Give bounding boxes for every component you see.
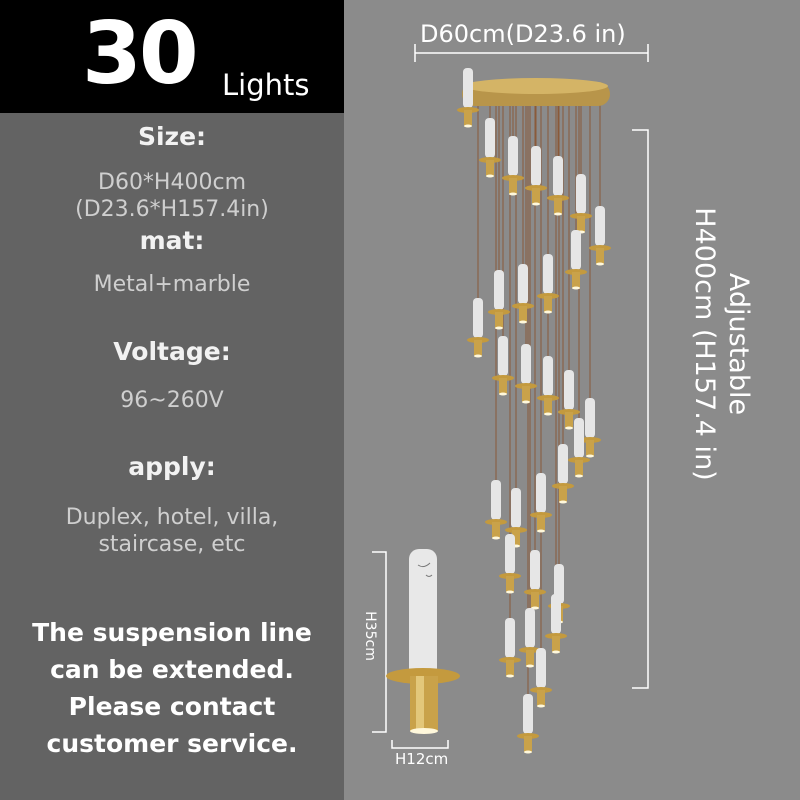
size-value-cm: D60*H400cm	[98, 170, 246, 195]
pendant-light	[502, 136, 524, 196]
spec-panel	[0, 0, 344, 800]
pendant-detail	[386, 549, 460, 734]
pendant-light	[488, 270, 510, 330]
pendant-light	[537, 356, 559, 416]
pendant-width-label: H12cm	[395, 750, 449, 768]
apply-value-1: Duplex, hotel, villa,	[65, 505, 279, 530]
light-count-banner: 30 Lights	[0, 0, 344, 113]
pendant-light	[512, 264, 534, 324]
pendant-light	[552, 444, 574, 504]
pendant-light	[492, 336, 514, 396]
pendant-light	[568, 418, 590, 478]
apply-value-2: staircase, etc	[98, 532, 246, 557]
pendant-light	[530, 473, 552, 533]
voltage-value: 96~260V	[120, 388, 224, 413]
material-label: mat:	[139, 226, 205, 255]
diameter-label: D60cm(D23.6 in)	[420, 20, 626, 48]
height-label: Adjustable H400cm (H157.4 in)	[687, 179, 755, 509]
height-label-value: H400cm (H157.4 in)	[689, 207, 720, 481]
pendant-light	[558, 370, 580, 430]
pendant-light	[525, 146, 547, 206]
pendant-light	[457, 68, 479, 128]
pendant-light	[499, 534, 521, 594]
pendant-light	[589, 206, 611, 266]
material-value: Metal+marble	[93, 272, 251, 297]
size-value-in: (D23.6*H157.4in)	[75, 197, 269, 222]
note-line: The suspension line	[32, 618, 312, 647]
pendant-light	[530, 648, 552, 708]
pendant-light	[547, 156, 569, 216]
pendant-light	[517, 694, 539, 754]
light-count-unit: Lights	[222, 68, 310, 102]
pendant-light	[565, 230, 587, 290]
pendant-height-label: H35cm	[362, 611, 378, 661]
pendants	[457, 68, 611, 754]
pendant-light	[545, 594, 567, 654]
note-line: Please contact	[68, 692, 276, 721]
size-label: Size:	[137, 122, 207, 151]
pendant-light	[524, 550, 546, 610]
pendant-light	[537, 254, 559, 314]
note-line: can be extended.	[50, 655, 294, 684]
pendant-light	[579, 398, 601, 458]
pendant-light	[467, 298, 489, 358]
pendant-light	[485, 480, 507, 540]
apply-label: apply:	[128, 452, 216, 481]
voltage-label: Voltage:	[113, 337, 231, 366]
note-line: customer service.	[46, 729, 298, 758]
pendant-light	[505, 488, 527, 548]
height-label-adjustable: Adjustable	[723, 272, 754, 416]
pendant-light	[515, 344, 537, 404]
pendant-light	[479, 118, 501, 178]
light-count: 30	[82, 4, 199, 104]
pendant-light	[570, 174, 592, 234]
pendant-light	[519, 608, 541, 668]
extension-note: The suspension line can be extended. Ple…	[0, 614, 344, 762]
pendant-light	[499, 618, 521, 678]
dimension-lines	[372, 44, 649, 749]
